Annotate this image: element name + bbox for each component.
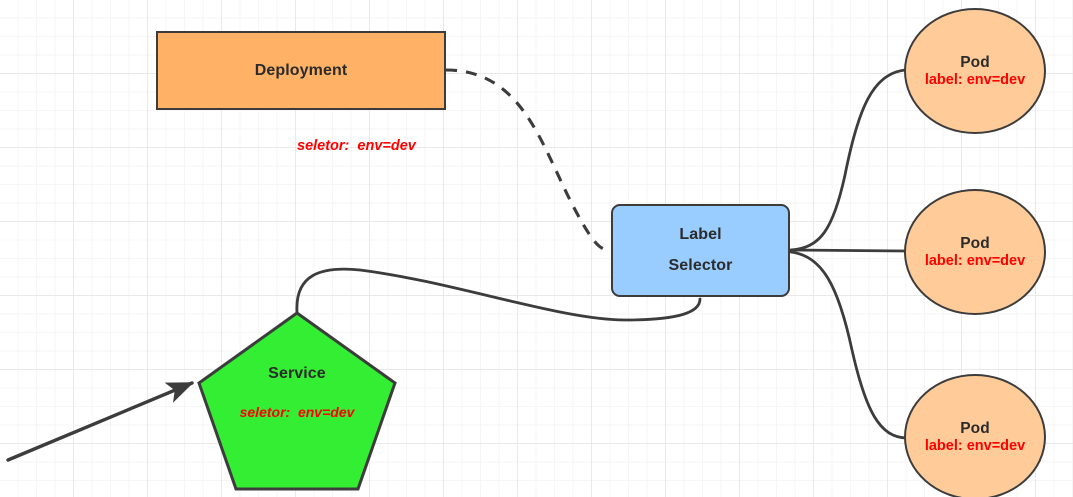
edge-incoming-traffic-to-service — [6, 381, 194, 462]
edge-label-selector-to-pod-1 — [789, 68, 907, 252]
pentagon-shape — [197, 311, 397, 491]
edge-deployment-to-label-selector — [445, 68, 610, 252]
node-pod-2-label: Pod — [960, 234, 990, 252]
node-service[interactable]: Service seletor: env=dev — [196, 310, 398, 492]
node-deployment-label: Deployment — [254, 61, 348, 79]
node-service-selector: seletor: env=dev — [239, 403, 355, 420]
node-pod-2[interactable]: Pod label: env=dev — [904, 189, 1046, 315]
node-pod-3-selector: label: env=dev — [924, 437, 1026, 454]
annotation-deployment-selector: seletor: env=dev — [297, 138, 416, 154]
node-service-label: Service — [268, 365, 326, 382]
node-pod-1-selector: label: env=dev — [924, 71, 1026, 88]
node-pod-1[interactable]: Pod label: env=dev — [904, 8, 1046, 134]
node-pod-3-label: Pod — [960, 419, 990, 437]
node-pod-1-label: Pod — [960, 53, 990, 71]
node-deployment[interactable]: Deployment — [156, 31, 446, 110]
edge-label-selector-to-pod-3 — [789, 250, 908, 440]
node-pod-2-selector: label: env=dev — [924, 252, 1026, 269]
node-label-selector[interactable]: Label Selector — [611, 204, 790, 297]
node-label-selector-line1: Label — [679, 226, 722, 244]
node-label-selector-line2: Selector — [668, 257, 733, 274]
edge-label-selector-to-pod-2 — [789, 248, 908, 253]
node-pod-3[interactable]: Pod label: env=dev — [904, 374, 1046, 497]
